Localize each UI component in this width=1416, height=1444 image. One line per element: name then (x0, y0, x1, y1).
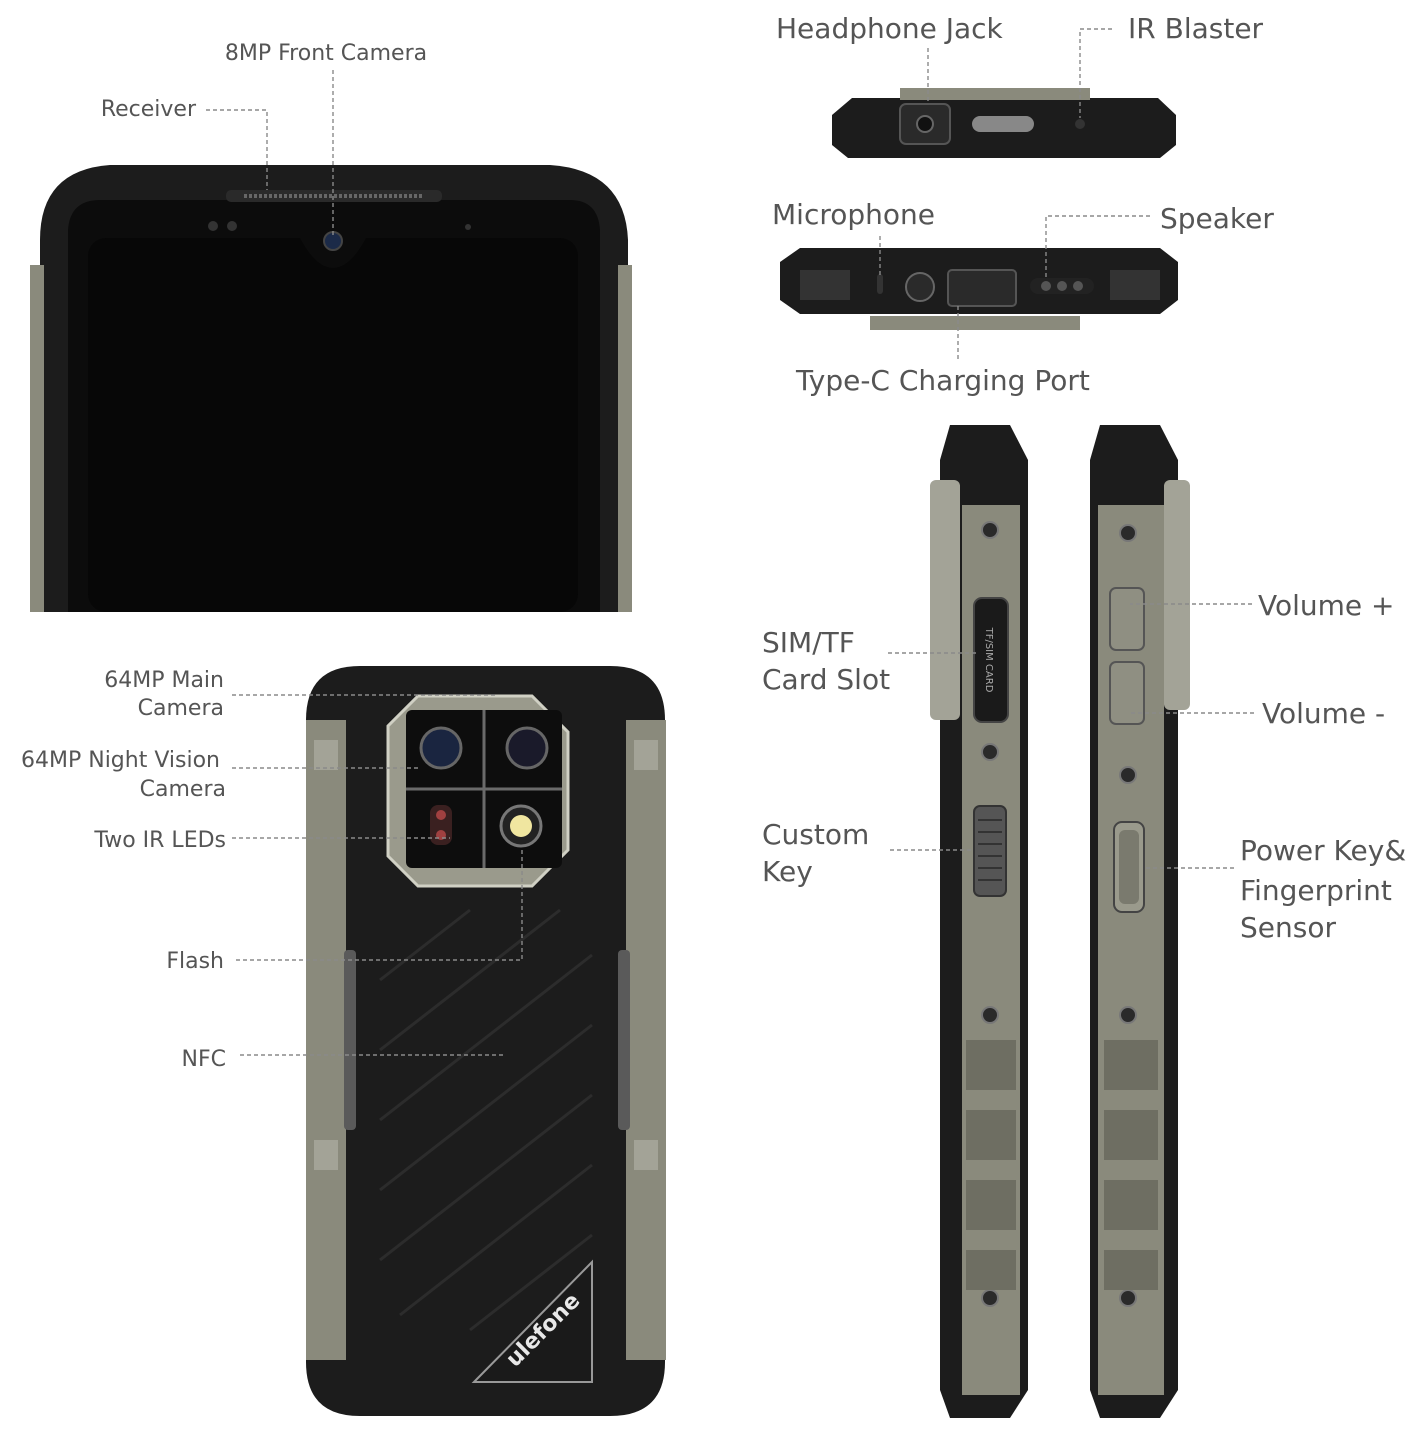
label-custom-key-line2: Key (762, 855, 813, 888)
sim-tray[interactable] (973, 597, 1009, 723)
leader-lines (206, 28, 1254, 1056)
bottom-edge-view (780, 248, 1178, 330)
label-power-key-line3: Sensor (1240, 911, 1336, 944)
label-charging-port: Type-C Charging Port (795, 364, 1090, 397)
flash-led (510, 815, 532, 837)
label-front-camera: 8MP Front Camera (225, 41, 427, 66)
label-volume-up: Volume + (1258, 589, 1395, 622)
label-nfc: NFC (182, 1047, 226, 1072)
back-view-phone: ulefone (306, 666, 666, 1416)
label-main-camera-line2: Camera (138, 696, 224, 721)
label-ir-leds: Two IR LEDs (93, 828, 226, 853)
label-receiver: Receiver (101, 97, 197, 122)
label-headphone-jack: Headphone Jack (776, 12, 1004, 45)
front-view-phone (30, 165, 632, 612)
top-port (972, 116, 1034, 132)
label-ir-blaster: IR Blaster (1128, 12, 1264, 45)
label-sim-slot-line2: Card Slot (762, 663, 890, 696)
label-volume-down: Volume - (1262, 697, 1385, 730)
left-side-view: TF/SIM CARD (930, 425, 1028, 1418)
microphone-hole (877, 274, 883, 294)
label-night-camera-line1: 64MP Night Vision (21, 748, 220, 773)
top-edge-view (832, 88, 1176, 158)
type-c-port (947, 269, 1017, 307)
main-camera-lens (419, 726, 463, 770)
label-microphone: Microphone (772, 198, 935, 231)
label-speaker: Speaker (1160, 202, 1274, 235)
label-sim-slot-line1: SIM/TF (762, 626, 855, 659)
label-custom-key-line1: Custom (762, 818, 869, 851)
sim-tray-text: TF/SIM CARD (983, 627, 994, 693)
volume-down-key[interactable] (1109, 661, 1145, 725)
custom-key[interactable] (973, 805, 1007, 897)
label-main-camera-line1: 64MP Main (104, 668, 224, 693)
ir-leds (430, 805, 452, 845)
front-screen (88, 238, 578, 612)
callout-labels: 8MP Front Camera Receiver 64MP Main Came… (21, 12, 1406, 1072)
label-flash: Flash (166, 949, 224, 974)
right-side-view (1090, 425, 1190, 1418)
label-power-key-line2: Fingerprint (1240, 874, 1392, 907)
label-power-key-line1: Power Key& (1240, 834, 1406, 867)
label-night-camera-line2: Camera (140, 777, 226, 802)
night-vision-lens (505, 726, 549, 770)
volume-up-key[interactable] (1109, 587, 1145, 651)
ir-blaster (1075, 119, 1085, 129)
